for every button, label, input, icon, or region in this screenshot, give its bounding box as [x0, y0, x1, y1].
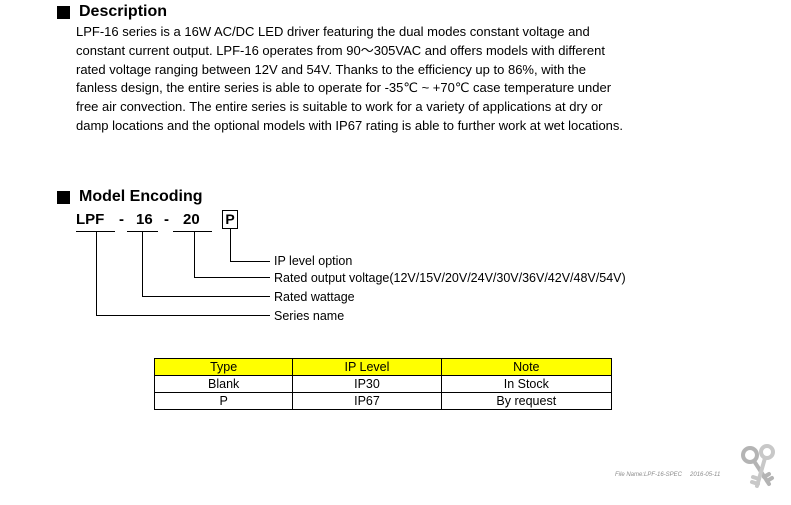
connector-wattage-horizontal: [142, 296, 270, 297]
connector-voltage-vertical: [194, 232, 195, 278]
code-dash-2: -: [164, 211, 169, 228]
square-bullet-icon: [57, 190, 70, 204]
ip-option-table: Type IP Level Note Blank IP30 In Stock P…: [153, 358, 613, 410]
cell-type: Blank: [153, 375, 294, 393]
underline-voltage: [173, 231, 212, 232]
description-heading: Description: [57, 2, 167, 22]
cell-ip-level: IP30: [292, 375, 442, 393]
cell-ip-level: IP67: [292, 392, 442, 410]
model-encoding-heading: Model Encoding: [57, 187, 203, 207]
underline-series: [76, 231, 115, 232]
label-ip-level: IP level option: [274, 254, 353, 268]
connector-ip-horizontal: [230, 261, 270, 262]
description-line: fanless design, the entire series is abl…: [76, 80, 612, 96]
cell-type: P: [153, 392, 294, 410]
code-dash-1: -: [119, 211, 124, 228]
table-row: Blank IP30 In Stock: [153, 375, 613, 393]
footer-date: 2016-05-11: [690, 472, 721, 478]
footer-file-info: File Name:LPF-16-SPEC 2016-05-11: [615, 472, 720, 478]
connector-series-vertical: [96, 232, 97, 316]
connector-series-horizontal: [96, 315, 270, 316]
model-encoding-heading-text: Model Encoding: [79, 188, 203, 205]
description-line: LPF-16 series is a 16W AC/DC LED driver …: [76, 24, 590, 39]
table-header-row: Type IP Level Note: [153, 358, 613, 376]
label-rated-voltage: Rated output voltage(12V/15V/20V/24V/30V…: [274, 271, 626, 285]
description-line: damp locations and the optional models w…: [76, 117, 624, 133]
connector-voltage-horizontal: [194, 277, 270, 278]
description-heading-text: Description: [79, 3, 168, 20]
connector-ip-vertical: [230, 229, 231, 261]
square-bullet-icon: [57, 5, 70, 19]
table-row: P IP67 By request: [153, 392, 613, 410]
label-series-name: Series name: [274, 309, 345, 323]
cell-note: In Stock: [440, 375, 613, 393]
description-line: rated voltage ranging between 12V and 54…: [76, 61, 587, 77]
cell-note: By request: [440, 392, 613, 410]
code-ip-box: P: [222, 210, 238, 229]
code-series: LPF: [76, 211, 105, 228]
description-line: constant current output. LPF-16 operates…: [76, 42, 605, 58]
header-ip-level: IP Level: [292, 358, 442, 376]
footer-file-name: File Name:LPF-16-SPEC: [615, 472, 683, 478]
underline-wattage: [127, 231, 158, 232]
header-note: Note: [440, 358, 613, 376]
header-type: Type: [153, 358, 294, 376]
keys-logo-icon: [741, 444, 775, 488]
label-rated-wattage: Rated wattage: [274, 290, 355, 304]
description-line: free air convection. The entire series i…: [76, 99, 603, 115]
connector-wattage-vertical: [142, 232, 143, 297]
description-paragraph: LPF-16 series is a 16W AC/DC LED driver …: [76, 23, 776, 136]
code-voltage: 20: [183, 211, 200, 228]
code-wattage: 16: [136, 211, 153, 228]
